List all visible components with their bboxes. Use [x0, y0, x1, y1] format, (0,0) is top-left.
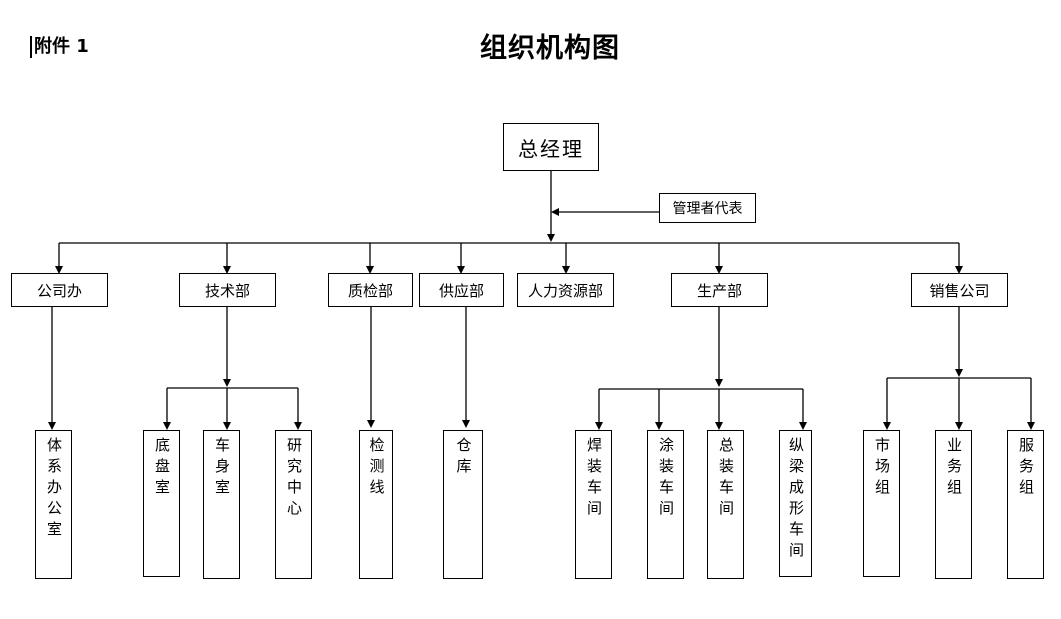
attachment-label: 附件 1: [30, 36, 89, 58]
dept-company-office: 公司办: [11, 273, 108, 307]
dept-sales: 销售公司: [911, 273, 1008, 307]
unit-service-group: 服务组: [1007, 430, 1044, 579]
unit-label: 纵梁成形车间: [787, 437, 805, 563]
chart-title: 组织机构图: [480, 33, 620, 64]
unit-research-center: 研究中心: [275, 430, 312, 579]
unit-system-office: 体系办公室: [35, 430, 72, 579]
unit-label: 市场组: [873, 437, 891, 500]
unit-warehouse: 仓库: [443, 430, 483, 579]
unit-test-line: 检测线: [359, 430, 393, 579]
unit-body-room: 车身室: [203, 430, 240, 579]
unit-market-group: 市场组: [863, 430, 900, 577]
unit-label: 业务组: [945, 437, 963, 500]
dept-supply: 供应部: [419, 273, 504, 307]
unit-assembly-workshop: 总装车间: [707, 430, 744, 579]
unit-label: 服务组: [1017, 437, 1035, 500]
unit-chassis-room: 底盘室: [143, 430, 180, 577]
unit-label: 车身室: [213, 437, 231, 500]
unit-frame-forming-workshop: 纵梁成形车间: [779, 430, 812, 577]
unit-label: 检测线: [367, 437, 386, 500]
dept-quality: 质检部: [328, 273, 413, 307]
unit-label: 研究中心: [285, 437, 303, 521]
management-rep-box: 管理者代表: [659, 193, 756, 223]
unit-label: 涂装车间: [657, 437, 675, 521]
dept-technology: 技术部: [179, 273, 276, 307]
unit-label: 焊装车间: [585, 437, 603, 521]
general-manager-box: 总经理: [503, 123, 599, 171]
dept-production: 生产部: [671, 273, 768, 307]
unit-label: 体系办公室: [45, 437, 63, 542]
unit-business-group: 业务组: [935, 430, 972, 579]
unit-label: 仓库: [454, 437, 473, 479]
unit-painting-workshop: 涂装车间: [647, 430, 684, 579]
unit-label: 总装车间: [717, 437, 735, 521]
unit-welding-workshop: 焊装车间: [575, 430, 612, 579]
unit-label: 底盘室: [153, 437, 171, 500]
dept-hr: 人力资源部: [517, 273, 614, 307]
